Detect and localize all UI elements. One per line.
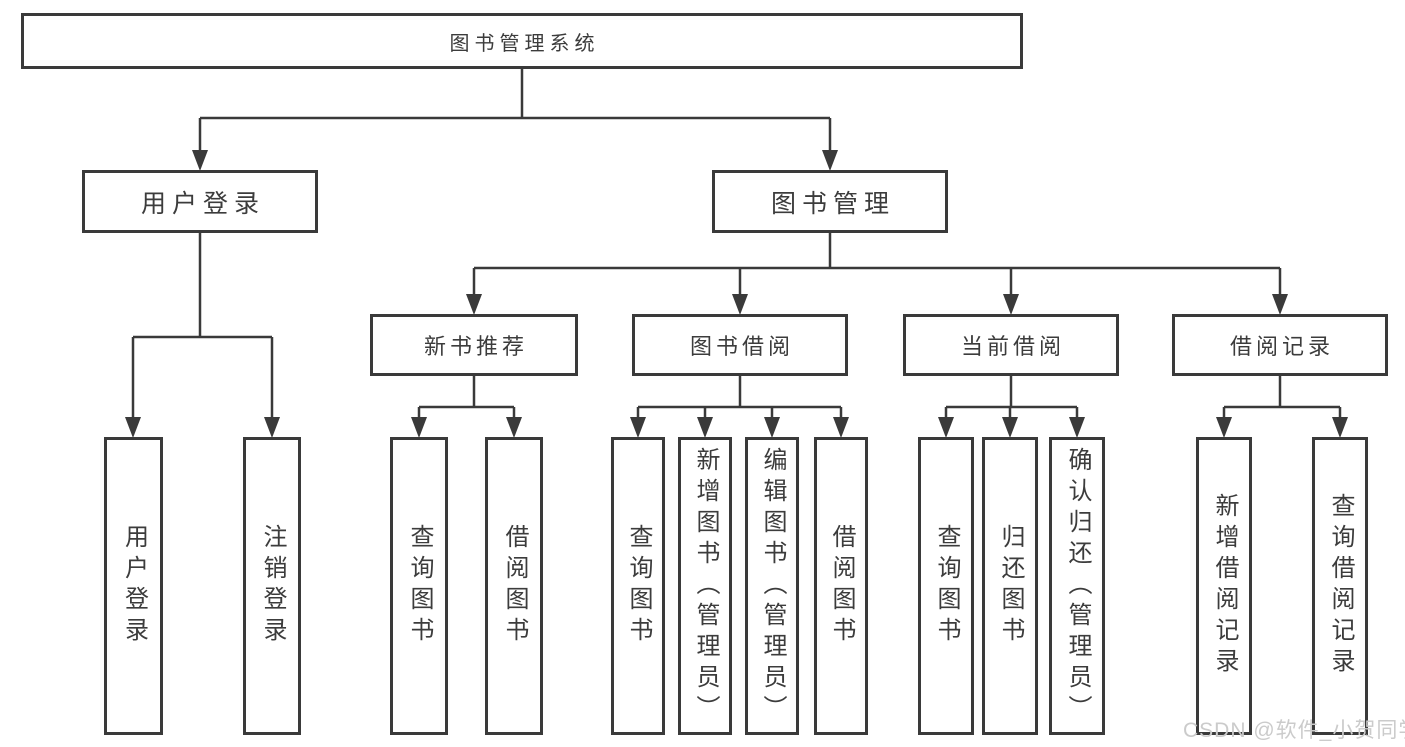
node-label: 归还图书 (997, 524, 1024, 648)
node-label: 查询借阅记录 (1327, 493, 1354, 679)
tree-edges (131, 69, 1342, 419)
leaf-query-borrow-record: 查询借阅记录 (1312, 437, 1368, 735)
leaf-user-login: 用户登录 (104, 437, 163, 735)
node-label: 查询图书 (406, 524, 433, 648)
leaf-query-books-recommend: 查询图书 (390, 437, 448, 735)
node-label: 注销登录 (259, 524, 286, 648)
leaf-query-books-current: 查询图书 (918, 437, 974, 735)
leaf-edit-book-admin: 编辑图书（管理员） (745, 437, 799, 735)
node-label: 借阅图书 (828, 524, 855, 648)
node-label: 编辑图书（管理员） (759, 446, 786, 726)
node-label: 新增借阅记录 (1211, 493, 1238, 679)
node-user-login: 用户登录 (82, 170, 318, 233)
node-label: 查询图书 (625, 524, 652, 648)
leaf-add-book-admin: 新增图书（管理员） (678, 437, 732, 735)
node-new-book-recommendation: 新书推荐 (370, 314, 578, 376)
leaf-borrow-books-recommend: 借阅图书 (485, 437, 543, 735)
csdn-watermark: CSDN @软件_小贺同学 (1183, 719, 1405, 742)
leaf-add-borrow-record: 新增借阅记录 (1196, 437, 1252, 735)
arrow-heads (125, 150, 1348, 438)
node-book-management: 图书管理 (712, 170, 948, 233)
node-book-borrowing: 图书借阅 (632, 314, 848, 376)
leaf-confirm-return-admin: 确认归还（管理员） (1049, 437, 1105, 735)
node-book-management-system: 图书管理系统 (21, 13, 1023, 69)
node-borrowing-records: 借阅记录 (1172, 314, 1388, 376)
node-label: 查询图书 (933, 524, 960, 648)
node-current-borrowing: 当前借阅 (903, 314, 1119, 376)
node-label: 用户登录 (120, 524, 148, 648)
node-label: 借阅图书 (501, 524, 528, 648)
leaf-query-books-borrowing: 查询图书 (611, 437, 665, 735)
leaf-logout: 注销登录 (243, 437, 301, 735)
leaf-return-books: 归还图书 (982, 437, 1038, 735)
node-label: 新增图书（管理员） (692, 446, 719, 726)
node-label: 确认归还（管理员） (1064, 446, 1091, 726)
leaf-borrow-books-borrowing: 借阅图书 (814, 437, 868, 735)
